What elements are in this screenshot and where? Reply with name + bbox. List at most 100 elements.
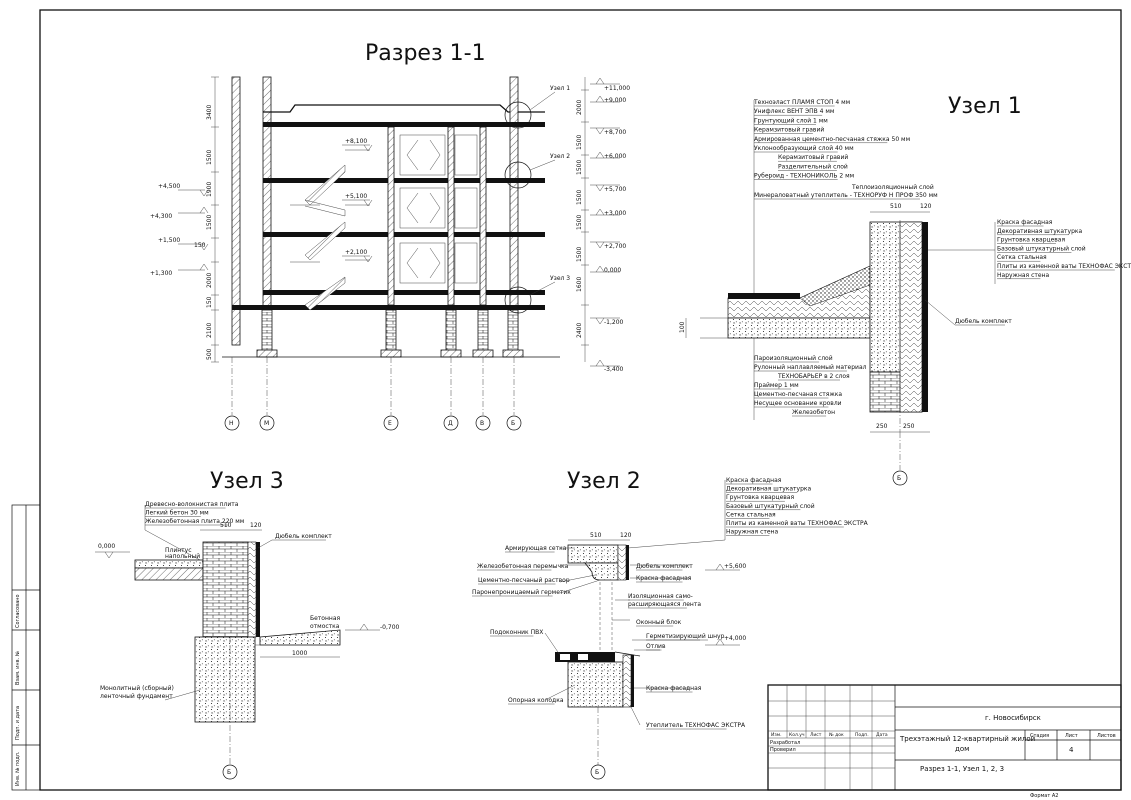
node1-bottom-layer-0: Пароизоляционный слой [754,355,833,362]
node1-bottom-layer-2: ТЕХНОБАРЬЕР в 2 слоя [777,373,850,380]
node1-wall-layer-6: Наружная стена [997,272,1049,279]
node3-dim-1000: 1000 [292,650,307,657]
node3-layer-2: Железобетонная плита 220 мм [145,518,244,525]
node3-blind-area-2: отмостка [310,623,340,630]
node3-title: Узел 3 [210,469,284,494]
elev-right-9: -3,400 [604,366,624,373]
node2-wall-layer-6: Наружная стена [726,529,778,536]
node1-wall-layer-1: Декоративная штукатурка [997,228,1083,235]
node1-wall-layer-2: Грунтовка кварцевая [997,237,1065,244]
node3-level-top: 0,000 [98,543,115,550]
node-3: Узел 3 Древесно-волокнистая плитаЛегкий … [95,469,400,780]
node2-right-label-2: Изоляционная само- [628,593,693,600]
side-stamp-replace: Взам. инв. № [15,650,21,685]
dim-right-3: 1500 [576,190,583,205]
node1-roof-layer-3: Керамзитовый гравий [754,127,824,134]
node1-roof-layer-6: Керамзитовый гравий [778,154,848,161]
dim-right-0: 2000 [576,100,583,115]
node3-layer-0: Древесно-волокнистая плита [145,501,239,508]
node2-title: Узел 2 [567,469,641,494]
node2-dim-120: 120 [620,532,632,539]
dim-left-1: 1500 [206,150,213,165]
node1-roof-layer-2: Грунтующий слой 1 мм [754,117,828,124]
axis-b: Б [511,420,515,427]
side-stamp-sign: Подп. и дата [15,706,21,740]
stamp-sheet-hdr: Лист [1065,733,1078,739]
node2-axis: Б [595,769,599,776]
stair-mark-2: +2,100 [345,249,367,256]
node1-roof-layer-8: Рубероид - ТЕХНОНИКОЛЬ 2 мм [754,173,854,180]
node1-insulation-title: Теплоизоляционный слой [851,184,934,191]
elev-right-5: +3,000 [604,210,626,217]
node1-roof-layer-5: Уклонообразующий слой 40 мм [754,145,854,152]
node3-axis: Б [227,769,231,776]
node3-foundation-2: ленточный фундамент [100,693,173,700]
node1-roof-layer-1: Унифлекс ВЕНТ ЭПВ 4 мм [754,108,834,115]
stair-mark-0: +8,100 [345,138,367,145]
node3-foundation-1: Монолитный (сборный) [100,685,174,692]
node3-plinth-1: Плинтус [165,547,192,554]
node2-right-label-0: Дюбель комплект [636,563,693,570]
node3-dim-510: 510 [220,522,232,529]
stamp-col-3: № док [829,732,844,738]
elev-right-6: +2,700 [604,243,626,250]
dim-left-7: 2100 [206,323,213,338]
axis-m: М [264,420,269,427]
stamp-col-5: Дата [876,732,888,738]
section-title: Разрез 1-1 [365,41,486,66]
dim-left-4: 150 [194,242,206,249]
elev-left-3: +1,300 [150,270,172,277]
dim-right-7: 2400 [576,323,583,338]
stamp-role-0: Разработал [770,740,800,746]
node1-axis: Б [897,475,901,482]
node1-roof-layer-0: Техноэласт ПЛАМЯ СТОП 4 мм [753,99,850,106]
node3-level-low: -0,700 [380,624,400,631]
node2-left-label-0: Армирующая сетка [505,545,567,552]
node2-right-label-6: Отлив [646,643,666,650]
node1-bottom-layer-5: Несущее основание кровли [754,400,842,407]
dim-left-6: 150 [206,296,213,308]
node-1: Узел 1 Техноэласт ПЛАМЯ СТОП 4 ммУнифлек… [679,94,1131,486]
node1-bottom-layer-1: Рулонный наплавляемый материал [754,364,867,371]
dim-right-1: 1500 [576,135,583,150]
stamp-role-1: Проверил [770,747,796,753]
dim-left-3: 1500 [206,215,213,230]
elev-left-2: +1,500 [158,237,180,244]
stamp-col-1: Кол.уч [789,732,805,738]
node2-left-label-4: Подоконник ПВХ [490,629,543,636]
node3-plinth-2: напольный [165,553,200,560]
dim-right-4: 1500 [576,215,583,230]
stamp-project-1: Трехэтажный 12-квартирный жилой [899,735,1035,743]
node2-level-2: +4,000 [724,635,746,642]
node2-right-label-5: Герметизирующий шнур [646,633,725,640]
elev-right-3: +6,000 [604,153,626,160]
node1-dim-250a: 250 [876,423,888,430]
node1-roof-layer-4: Армированная цементно-песчаная стяжка 50… [754,136,910,143]
elev-right-1: +9,000 [604,97,626,104]
stamp-col-2: Лист [810,732,822,738]
node2-wall-layer-5: Плиты из каменной ваты ТЕХНОФАС ЭКСТРА [726,520,869,527]
side-stamp: Согласовано Взам. инв. № Подп. и дата Ин… [11,504,41,791]
node1-insulation: Минераловатный утеплитель - ТЕХНОРУФ Н П… [754,192,938,199]
node3-layer-1: Легкий бетон 30 мм [145,510,209,517]
node1-wall-layer-4: Сетка стальная [997,254,1047,261]
node1-bottom-layer-4: Цементно-песчаная стяжка [754,391,842,398]
dim-left-0: 3400 [206,105,213,120]
node1-bottom-layer-3: Праймер 1 мм [754,382,799,389]
dim-left-5: 2000 [206,273,213,288]
node3-dim-120: 120 [250,522,262,529]
side-stamp-agreed: Согласовано [15,594,21,628]
node2-right-label-7: Краска фасадная [646,685,702,692]
node1-bottom-layer-6: Железобетон [792,409,835,416]
axis-d: Д [448,420,453,427]
stair-mark-1: +5,100 [345,193,367,200]
node2-right-label-3: расширяющаяся лента [628,601,701,608]
node2-level-1: +5,600 [724,563,746,570]
node2-left-label-5: Опорная колодка [508,697,564,704]
node1-roof-layer-7: Разделительный слой [778,163,848,170]
stamp-sheets-hdr: Листов [1097,733,1116,739]
stamp-col-4: Подп. [855,732,869,738]
axis-n: Н [229,420,234,427]
stamp-project-2: дом [955,745,969,753]
